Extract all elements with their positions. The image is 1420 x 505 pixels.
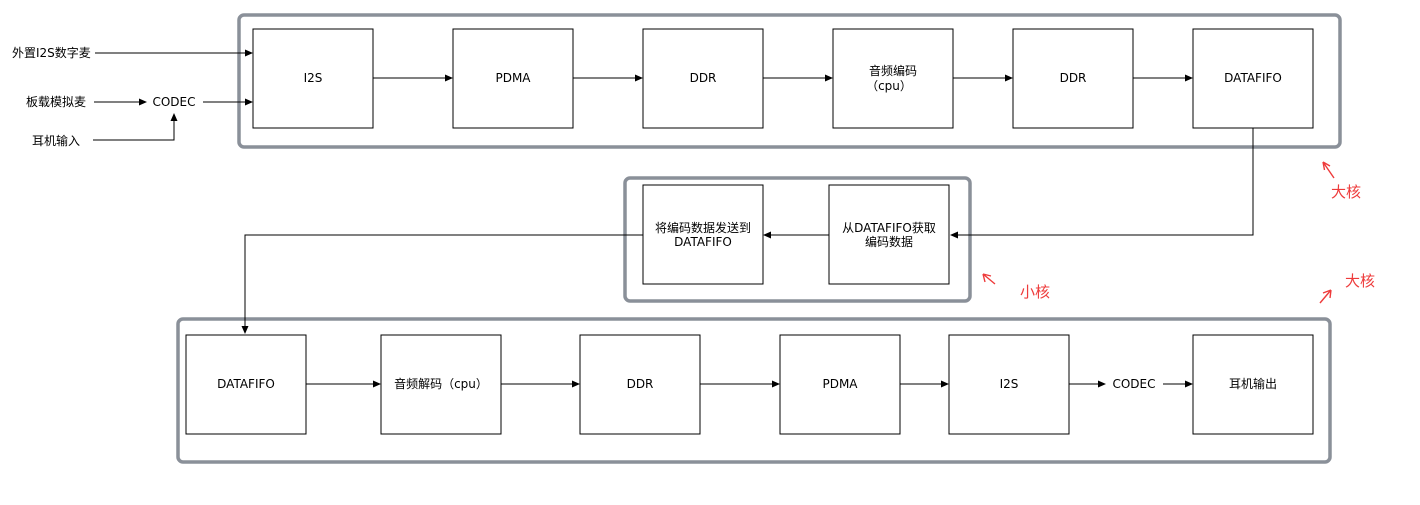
codec-input-label: CODEC [152,95,195,109]
pdma-in-node [452,28,574,129]
arrowhead [373,380,381,388]
fetch-from-datafifo-label: 从DATAFIFO获取 [842,221,936,235]
arrowhead [1185,74,1193,82]
ddr-out-node [579,334,701,435]
big-core-top-annotation: 大核 [1331,183,1361,201]
pdma-in-label: PDMA [495,71,531,85]
edge-headset-input-to-codec [93,121,175,141]
audio-encode-sublabel: （cpu） [866,79,912,93]
edge-small-core-to-datafifo-in [244,234,643,326]
arrowhead [139,98,147,106]
pdma-out-label: PDMA [822,377,858,391]
arrowhead [635,74,643,82]
codec-output-label: CODEC [1112,377,1155,391]
arrowhead [245,98,253,106]
i2s-in-node [252,28,374,129]
arrowhead [445,74,453,82]
send-to-datafifo-sublabel: DATAFIFO [674,235,732,249]
audio-decode-node [380,334,502,435]
fetch-from-datafifo-sublabel: 编码数据 [865,234,913,249]
datafifo-out-node [1192,28,1314,129]
arrowhead [1098,380,1106,388]
audio-decode-label: 音频解码（cpu） [394,376,488,391]
arrowhead [941,380,949,388]
small-core-group [623,176,972,303]
arrowhead [763,231,771,239]
pdma-out-node [779,334,901,435]
send-to-datafifo-label: 将编码数据发送到 [655,220,751,235]
big-core-top-annotation-arrow [1322,161,1335,179]
i2s-out-node [948,334,1070,435]
onboard-analog-mic-label: 板载模拟麦 [26,95,86,109]
ddr-out-label: DDR [627,377,654,391]
headset-output-label: 耳机输出 [1229,376,1277,391]
arrowhead [572,380,580,388]
big-core-top-group [237,13,1342,149]
arrowhead [772,380,780,388]
headset-input-label: 耳机输入 [32,133,80,148]
arrowhead [1005,74,1013,82]
arrowhead [950,231,958,239]
fetch-from-datafifo-node [828,184,950,285]
small-core-annotation: 小核 [1020,283,1050,301]
small-core-annotation-arrow [982,273,996,285]
big-core-bottom-annotation: 大核 [1345,272,1375,290]
big-core-bottom-annotation-arrow [1319,289,1332,304]
headset-output-node [1192,334,1314,435]
ddr-in-2-node [1012,28,1134,129]
datafifo-in-label: DATAFIFO [217,377,275,391]
audio-encode-node [832,28,954,129]
arrowhead [825,74,833,82]
arrowhead [241,326,249,334]
datafifo-out-label: DATAFIFO [1224,71,1282,85]
big-core-bottom-group [176,317,1332,464]
audio-encode-label: 音频编码 [869,63,917,78]
arrowhead [1185,380,1193,388]
ddr-in-1-label: DDR [690,71,717,85]
edge-datafifo-to-small-core [958,128,1254,236]
ddr-in-2-label: DDR [1060,71,1087,85]
datafifo-in-node [185,334,307,435]
external-i2s-mic-label: 外置I2S数字麦 [12,45,91,60]
arrowhead [170,113,178,121]
i2s-in-label: I2S [304,71,323,85]
i2s-out-label: I2S [1000,377,1019,391]
arrowhead [245,49,253,57]
